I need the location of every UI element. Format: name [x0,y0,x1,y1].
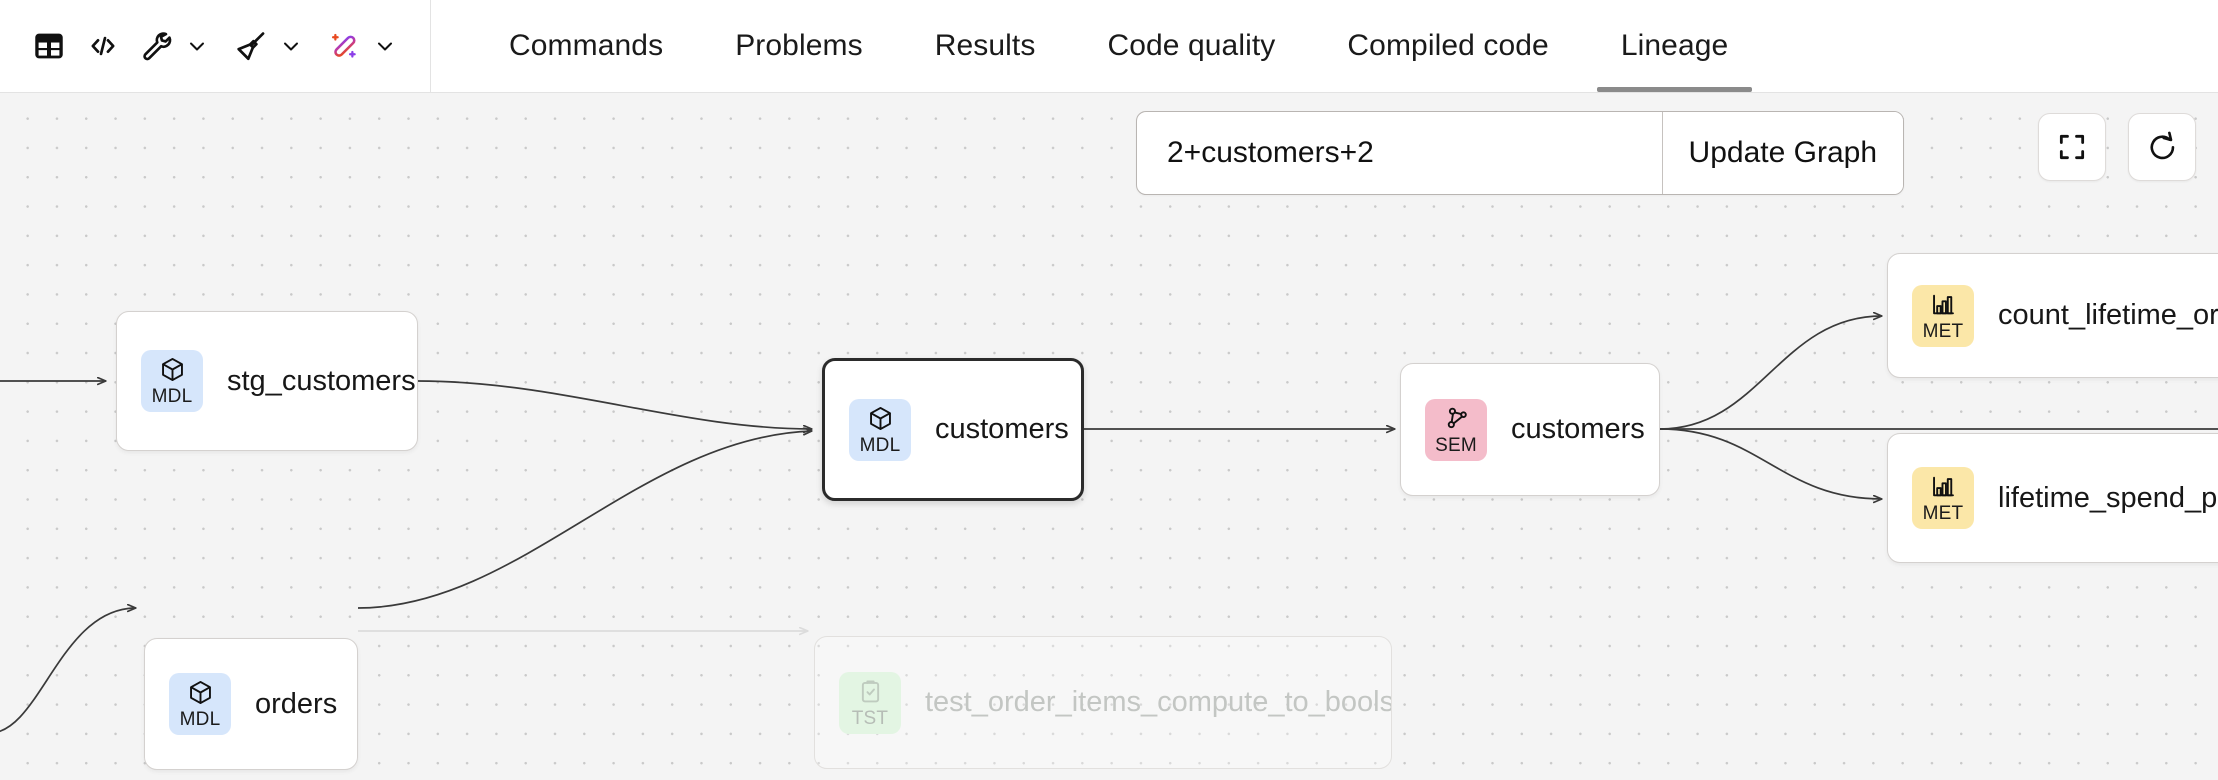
refresh-button[interactable] [2128,113,2196,181]
lineage-node-stg-customers[interactable]: MDL stg_customers [116,311,418,451]
node-label: count_lifetime_orders [1998,299,2218,332]
model-badge: MDL [141,350,203,412]
fit-view-button[interactable] [2038,113,2106,181]
tab-problems[interactable]: Problems [735,29,863,62]
node-label: orders [255,687,338,720]
lineage-node-customers-model[interactable]: MDL customers [822,358,1084,501]
editor-toolbar [0,0,431,92]
tab-lineage[interactable]: Lineage [1585,0,1764,92]
table-view-icon[interactable] [22,19,76,73]
ai-assist-menu[interactable] [318,19,412,73]
tab-results[interactable]: Results [934,29,1036,62]
semantic-badge: SEM [1425,398,1487,461]
badge-code: TST [851,707,889,729]
chevron-down-icon[interactable] [368,19,402,73]
format-menu[interactable] [224,19,318,73]
model-badge: MDL [169,673,231,735]
metric-badge: MET [1912,284,1974,347]
lineage-node-orders[interactable]: MDL orders [144,638,358,770]
tools-menu[interactable] [130,19,224,73]
chevron-down-icon[interactable] [274,19,308,73]
metric-badge: MET [1912,467,1974,529]
update-graph-button[interactable]: Update Graph [1661,112,1903,194]
test-badge: TST [839,671,901,734]
fullscreen-icon [2059,134,2085,160]
node-label: stg_customers [227,364,416,397]
badge-code: MDL [859,434,901,456]
lineage-node-lifetime-spend-pretax[interactable]: MET lifetime_spend_pretax [1887,433,2218,563]
magic-wand-icon[interactable] [318,19,372,73]
badge-code: SEM [1435,434,1477,456]
lineage-search-input[interactable] [1137,112,1662,194]
lineage-canvas-controls [2038,113,2196,181]
lineage-node-count-lifetime-orders[interactable]: MET count_lifetime_orders [1887,253,2218,378]
node-label: customers [935,413,1069,446]
lineage-canvas[interactable]: MDL stg_customers MDL orders [0,93,2218,780]
code-view-icon[interactable] [76,19,130,73]
tab-compiled-code[interactable]: Compiled code [1347,29,1549,62]
lineage-node-test-order-items[interactable]: TST test_order_items_compute_to_bools_co… [814,636,1392,769]
lineage-search-bar: Update Graph [1136,111,1904,195]
badge-code: MDL [179,709,221,730]
broom-icon[interactable] [224,19,278,73]
lineage-node-customers-semantic[interactable]: SEM customers [1400,363,1660,496]
node-label: lifetime_spend_pretax [1998,481,2218,514]
chevron-down-icon[interactable] [180,19,214,73]
model-badge: MDL [849,398,911,461]
wrench-icon[interactable] [130,19,184,73]
badge-code: MET [1922,320,1964,342]
node-label: customers [1511,413,1645,446]
editor-tabs: Commands Problems Results Code quality C… [431,0,1764,92]
editor-header: Commands Problems Results Code quality C… [0,0,2218,93]
tab-code-quality[interactable]: Code quality [1107,29,1276,62]
badge-code: MDL [151,386,193,407]
badge-code: MET [1922,503,1964,524]
refresh-icon [2150,131,2174,159]
tab-commands[interactable]: Commands [509,29,664,62]
node-label: test_order_items_compute_to_bools_correc… [925,686,1391,719]
